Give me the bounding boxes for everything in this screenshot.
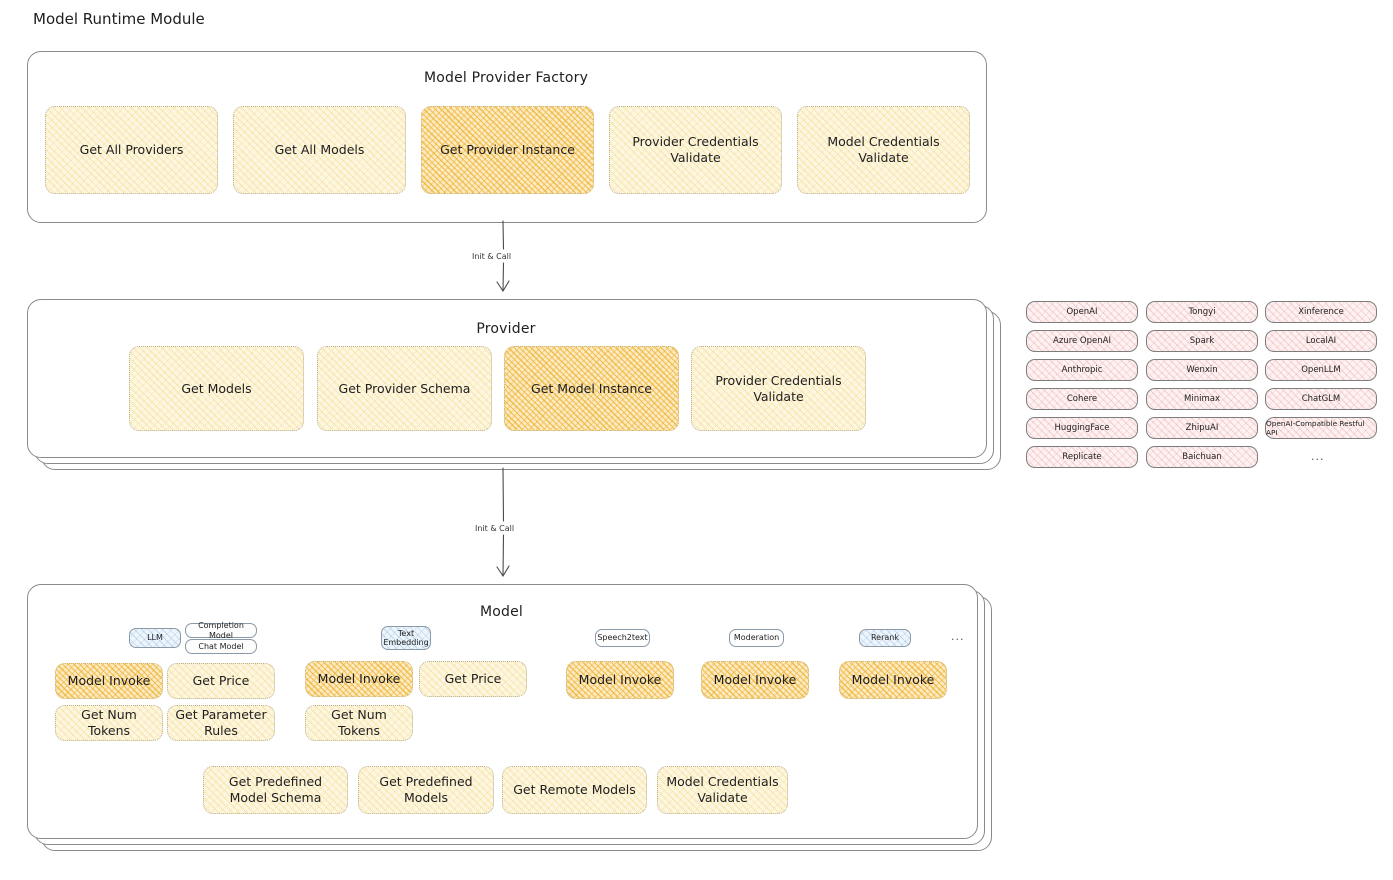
model-common-op-model-credentials-validate[interactable]: Model Credentials Validate bbox=[657, 766, 788, 814]
provider-chip-chatglm[interactable]: ChatGLM bbox=[1265, 388, 1377, 410]
provider-chip-replicate[interactable]: Replicate bbox=[1026, 446, 1138, 468]
model-common-op-get-predefined-models[interactable]: Get Predefined Models bbox=[358, 766, 494, 814]
model-common-op-get-remote-models[interactable]: Get Remote Models bbox=[502, 766, 647, 814]
model-op-llm-get-parameter-rules[interactable]: Get Parameter Rules bbox=[167, 705, 275, 741]
model-type-chip-chat-model[interactable]: Chat Model bbox=[185, 639, 257, 654]
model-op-rerank-model-invoke[interactable]: Model Invoke bbox=[839, 661, 947, 699]
provider-chip-baichuan[interactable]: Baichuan bbox=[1146, 446, 1258, 468]
provider-chip-localai[interactable]: LocalAI bbox=[1265, 330, 1377, 352]
provider-chip-anthropic[interactable]: Anthropic bbox=[1026, 359, 1138, 381]
factory-node-model-credentials-validate[interactable]: Model Credentials Validate bbox=[797, 106, 970, 194]
model-op-text-embedding-get-num-tokens[interactable]: Get Num Tokens bbox=[305, 705, 413, 741]
provider-chip-spark[interactable]: Spark bbox=[1146, 330, 1258, 352]
provider-chip-openai[interactable]: OpenAI bbox=[1026, 301, 1138, 323]
provider-node-provider-credentials-validate[interactable]: Provider Credentials Validate bbox=[691, 346, 866, 431]
arrow-label-factory-to-provider: Init & Call bbox=[472, 252, 512, 261]
provider-node-get-provider-schema[interactable]: Get Provider Schema bbox=[317, 346, 492, 431]
arrow-label-provider-to-model: Init & Call bbox=[475, 524, 515, 533]
provider-chip-tongyi[interactable]: Tongyi bbox=[1146, 301, 1258, 323]
model-op-speech2text-model-invoke[interactable]: Model Invoke bbox=[566, 661, 674, 699]
factory-node-get-all-models[interactable]: Get All Models bbox=[233, 106, 406, 194]
model-type-chip-rerank[interactable]: Rerank bbox=[859, 629, 911, 647]
model-common-op-get-predefined-model-schema[interactable]: Get Predefined Model Schema bbox=[203, 766, 348, 814]
model-type-chip-speech2text[interactable]: Speech2text bbox=[595, 629, 650, 647]
provider-chip-zhipuai[interactable]: ZhipuAI bbox=[1146, 417, 1258, 439]
model-type-chip-moderation[interactable]: Moderation bbox=[729, 629, 784, 647]
model-op-llm-get-num-tokens[interactable]: Get Num Tokens bbox=[55, 705, 163, 741]
provider-chip-azure-openai[interactable]: Azure OpenAI bbox=[1026, 330, 1138, 352]
model-type-chip-completion-model[interactable]: Completion Model bbox=[185, 621, 257, 640]
factory-node-provider-credentials-validate[interactable]: Provider Credentials Validate bbox=[609, 106, 782, 194]
model-title: Model bbox=[479, 604, 524, 620]
model-op-moderation-model-invoke[interactable]: Model Invoke bbox=[701, 661, 809, 699]
provider-node-get-models[interactable]: Get Models bbox=[129, 346, 304, 431]
provider-chip-openai-compatible-restful-api[interactable]: OpenAI-Compatible Restful API bbox=[1265, 417, 1377, 439]
factory-node-get-all-providers[interactable]: Get All Providers bbox=[45, 106, 218, 194]
provider-chip-xinference[interactable]: Xinference bbox=[1265, 301, 1377, 323]
model-op-llm-get-price[interactable]: Get Price bbox=[167, 663, 275, 699]
model-op-text-embedding-model-invoke[interactable]: Model Invoke bbox=[305, 661, 413, 697]
provider-list-more-dots: ... bbox=[1311, 450, 1325, 463]
model-op-text-embedding-get-price[interactable]: Get Price bbox=[419, 661, 527, 697]
provider-title: Provider bbox=[476, 321, 536, 337]
model-type-chip-text-embedding[interactable]: Text Embedding bbox=[381, 626, 431, 650]
provider-node-get-model-instance[interactable]: Get Model Instance bbox=[504, 346, 679, 431]
model-provider-factory-title: Model Provider Factory bbox=[423, 70, 589, 86]
provider-chip-huggingface[interactable]: HuggingFace bbox=[1026, 417, 1138, 439]
model-op-llm-model-invoke[interactable]: Model Invoke bbox=[55, 663, 163, 699]
factory-node-get-provider-instance[interactable]: Get Provider Instance bbox=[421, 106, 594, 194]
model-type-chip-llm[interactable]: LLM bbox=[129, 628, 181, 648]
page-title: Model Runtime Module bbox=[33, 10, 205, 28]
provider-chip-openllm[interactable]: OpenLLM bbox=[1265, 359, 1377, 381]
provider-chip-minimax[interactable]: Minimax bbox=[1146, 388, 1258, 410]
provider-chip-cohere[interactable]: Cohere bbox=[1026, 388, 1138, 410]
provider-chip-wenxin[interactable]: Wenxin bbox=[1146, 359, 1258, 381]
model-types-more-dots: ... bbox=[951, 630, 965, 643]
